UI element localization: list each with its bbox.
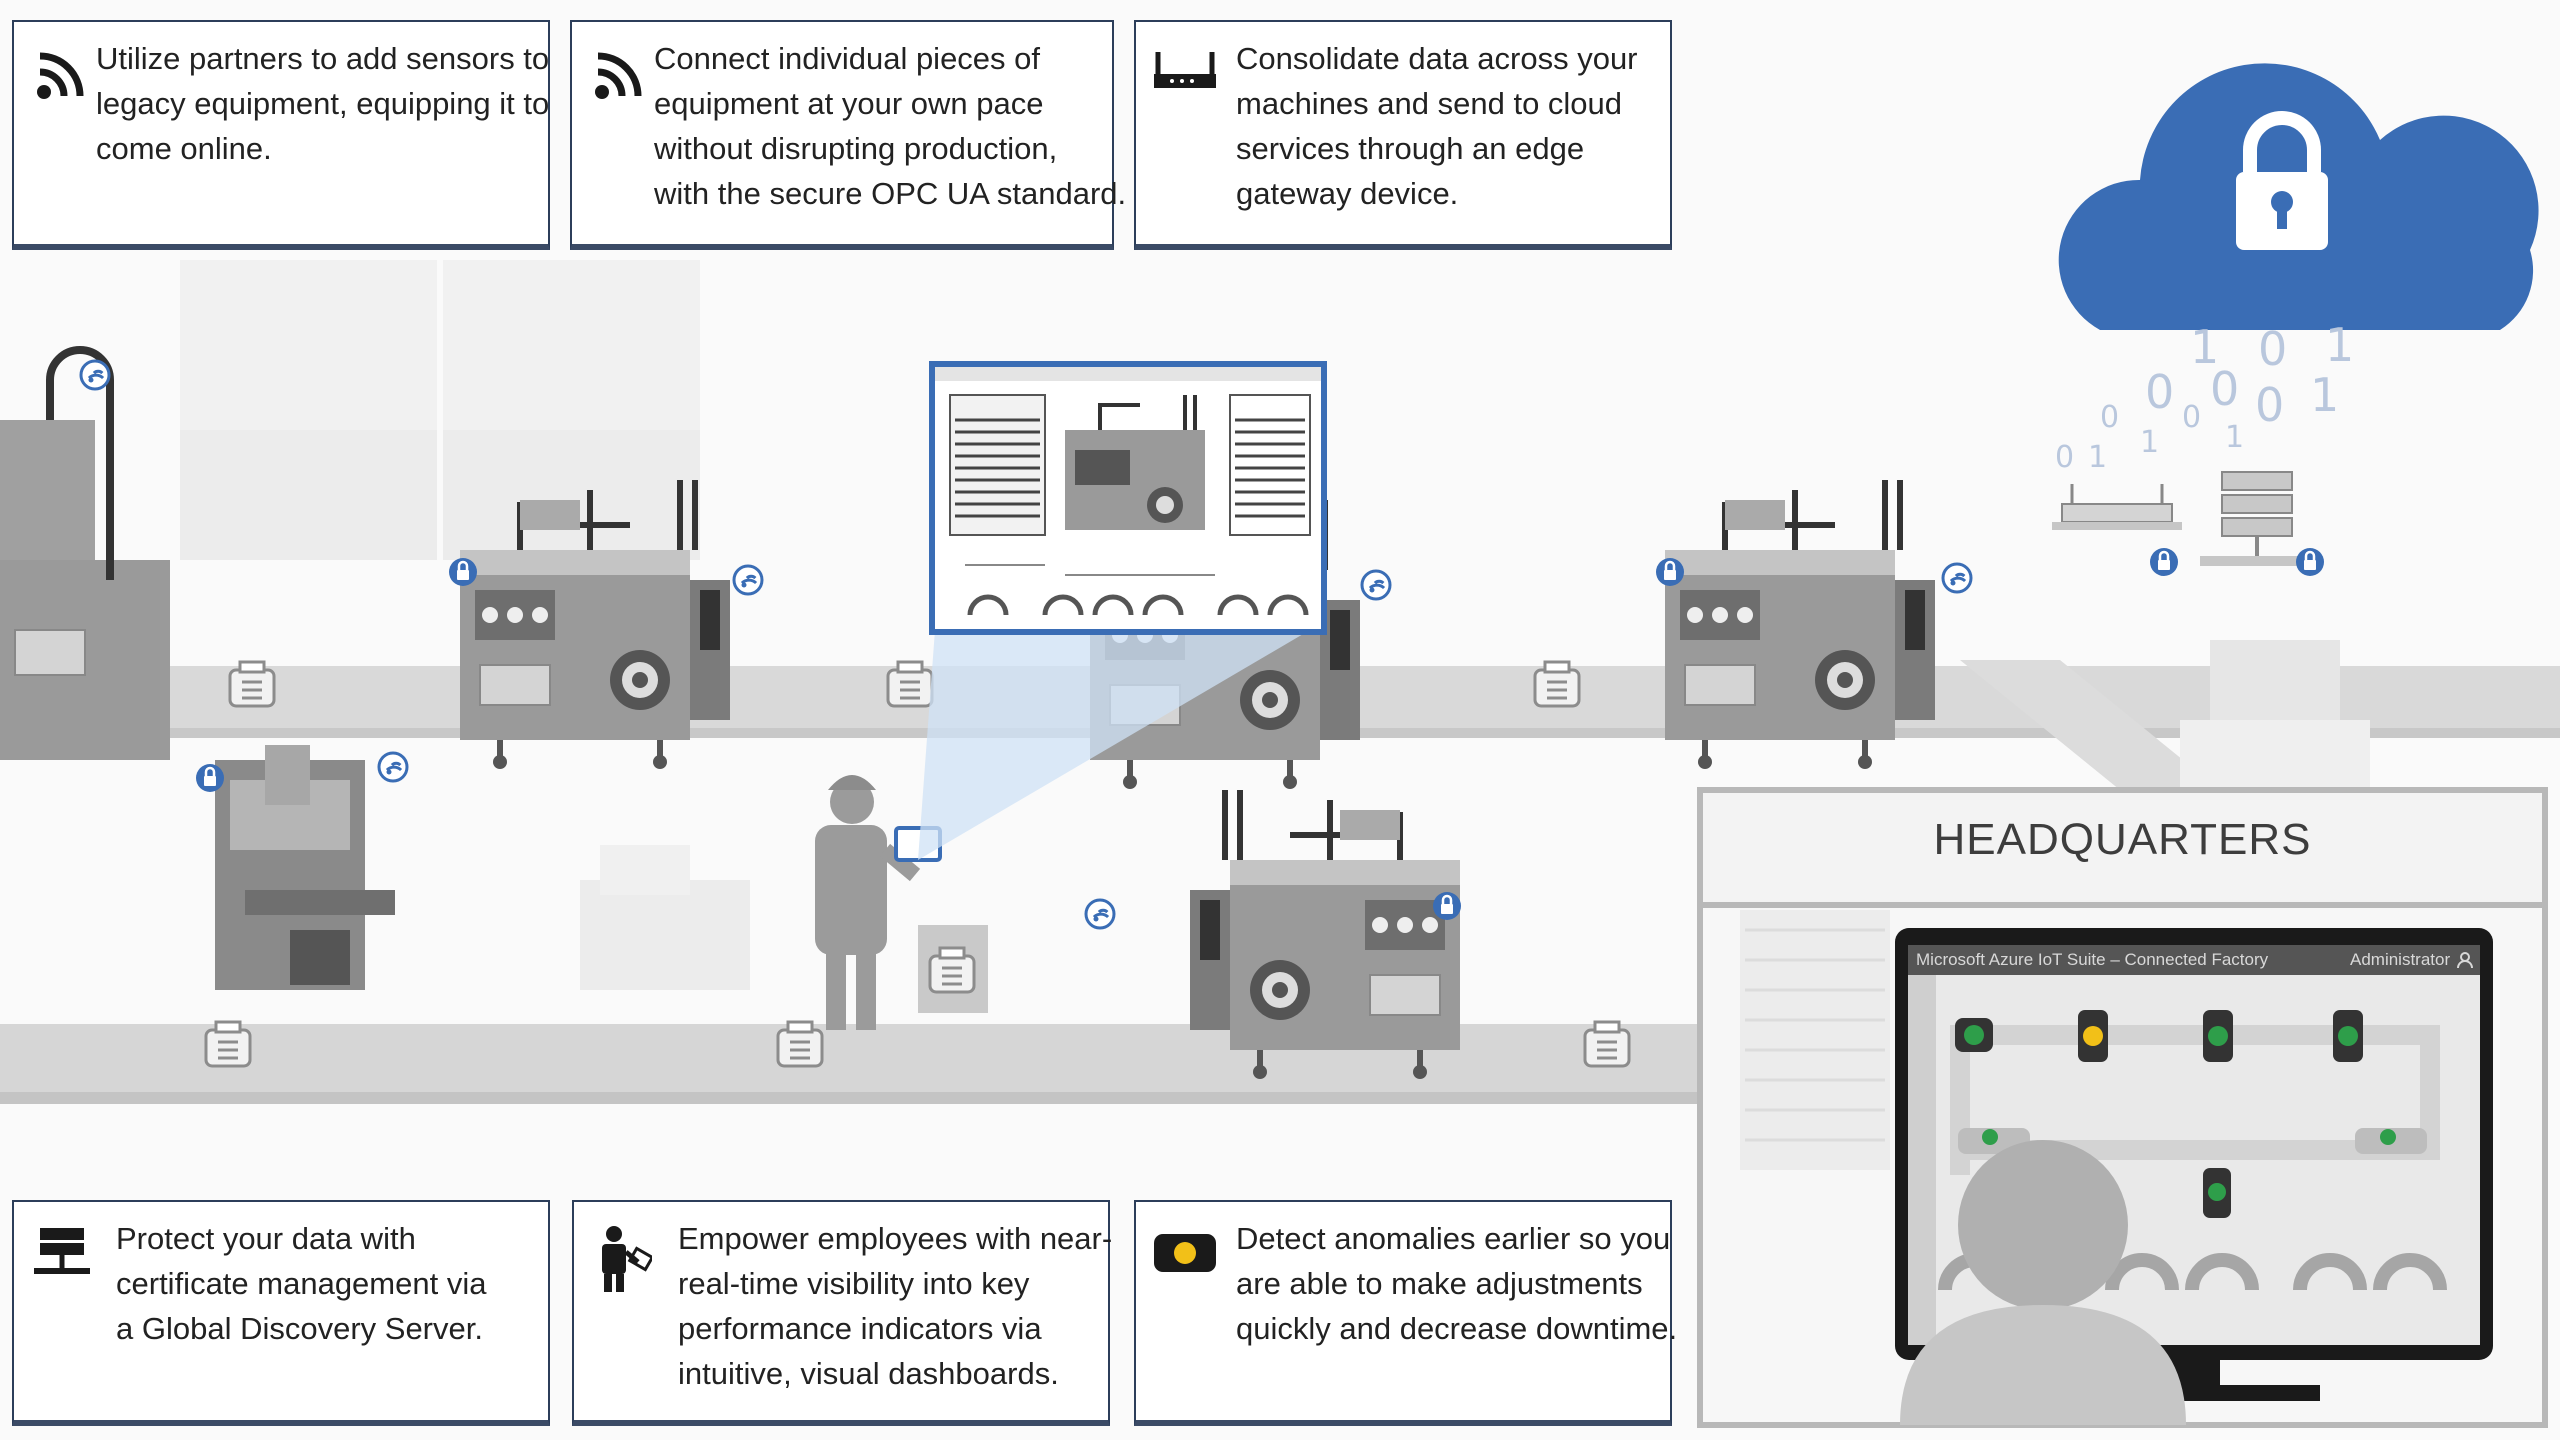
binary-digit: 1 [2190,320,2220,374]
callout-line: legacy equipment, equipping it to [96,86,550,121]
binary-digit: 1 [2225,420,2245,455]
callout-opc-ua: Connect individual pieces of equipment a… [570,20,1126,250]
callout-line: Connect individual pieces of [654,41,1041,76]
headquarters-header: HEADQUARTERS [1700,815,2545,885]
callout-line: machines and send to cloud [1236,86,1623,121]
wifi-signal-icon [37,52,84,99]
monitor-user-label: Administrator [2350,950,2451,969]
callout-certificate-management: Protect your data with certificate manag… [12,1200,550,1426]
monitor-app-title: Microsoft Azure IoT Suite – Connected Fa… [1916,950,2269,969]
binary-digit: 0 [2210,362,2240,416]
alert-light-icon [1154,1234,1216,1272]
callout-line: equipment at your own pace [654,86,1044,121]
callout-line: real-time visibility into key [678,1266,1030,1301]
cloud-padlock-icon [2236,120,2328,250]
callout-line: Detect anomalies earlier so you [1236,1221,1671,1256]
binary-digit: 1 [2088,440,2108,475]
server-icon [34,1228,90,1274]
callout-line: intuitive, visual dashboards. [678,1356,1059,1391]
binary-digit: 0 [2258,322,2288,376]
callout-line: Empower employees with near- [678,1221,1113,1256]
callout-line: with the secure OPC UA standard. [654,176,1127,211]
callout-line: certificate management via [116,1266,487,1301]
binary-digit: 1 [2325,318,2355,372]
callout-line: are able to make adjustments [1236,1266,1643,1301]
callout-line: without disrupting production, [654,131,1058,166]
binary-digit: 1 [2310,368,2340,422]
binary-digit: 0 [2145,365,2175,419]
worker-tablet-icon [602,1226,652,1292]
callout-anomalies: Detect anomalies earlier so you are able… [1134,1200,1677,1426]
headquarters-title: HEADQUARTERS [1933,815,2312,864]
callout-line: services through an edge [1236,131,1585,166]
callout-line: come online. [96,131,272,166]
binary-digit: 0 [2182,400,2202,435]
callout-sensors: Utilize partners to add sensors to legac… [12,20,550,250]
callout-dashboards: Empower employees with near- real-time v… [572,1200,1113,1426]
binary-digit: 0 [2055,440,2075,475]
callout-edge-gateway: Consolidate data across your machines an… [1134,20,1672,250]
callout-line: Protect your data with [116,1221,416,1256]
router-icon [1154,52,1216,88]
user-icon [2457,952,2473,969]
callout-line: a Global Discovery Server. [116,1311,483,1346]
callout-line: performance indicators via [678,1311,1042,1346]
callout-line: Utilize partners to add sensors to [96,41,550,76]
wifi-signal-icon [595,52,642,99]
callout-line: gateway device. [1236,176,1459,211]
callout-line: Consolidate data across your [1236,41,1638,76]
binary-digit: 1 [2140,425,2160,460]
callout-line: quickly and decrease downtime. [1236,1311,1678,1346]
binary-digit: 0 [2100,400,2120,435]
binary-digit: 0 [2255,378,2285,432]
